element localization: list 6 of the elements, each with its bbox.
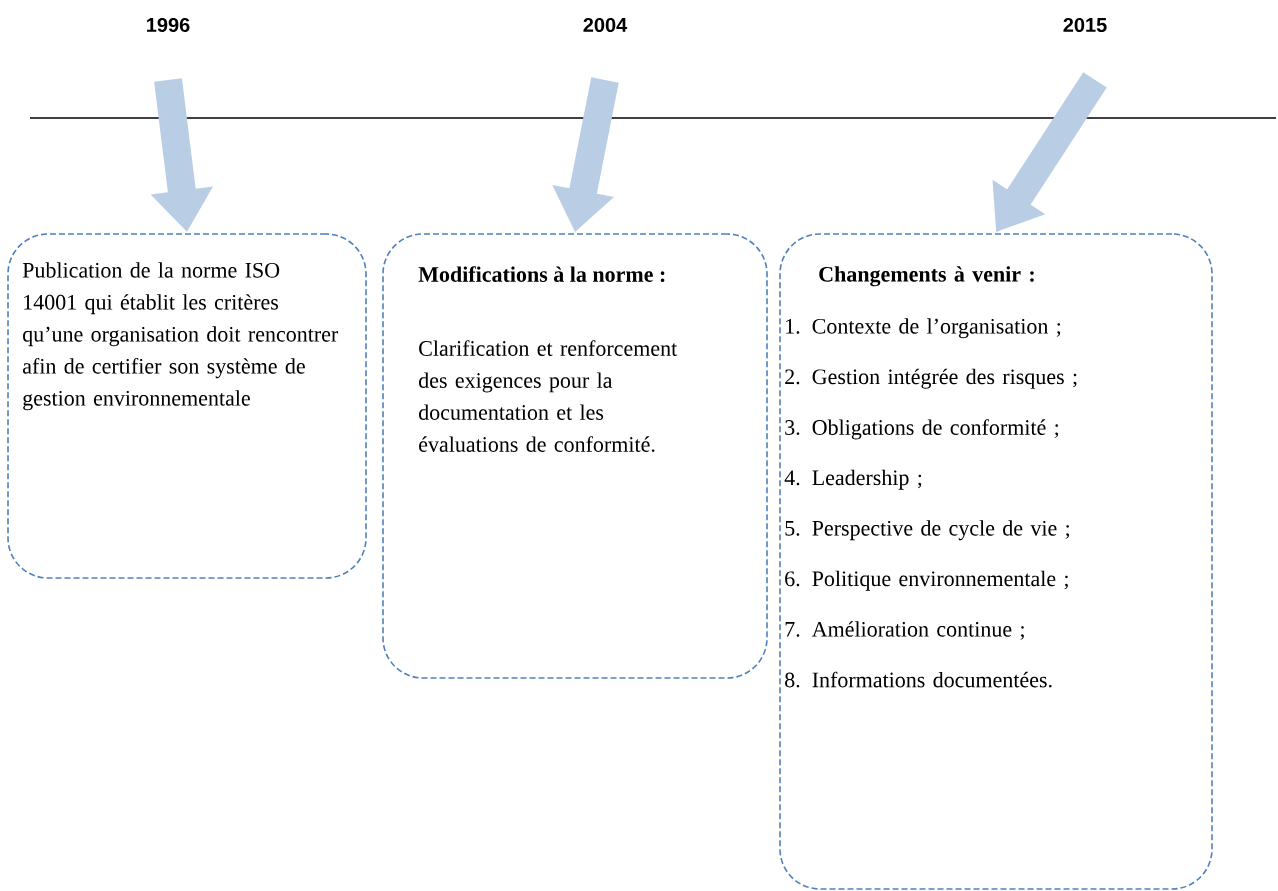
text-box: Publication de la norme ISO 14001 qui établit les critères qu’une organisation doit rencontrer afin de certifier son système de gestion environnementale: [7, 233, 367, 579]
year-label: 2015: [1063, 17, 1107, 33]
year-label: 1996: [147, 17, 190, 33]
text-box: Modifications à la norme : Clarification et renforcement des exigences pour la documentation et les évaluations de conformité.: [382, 233, 768, 679]
year-label: 2004: [583, 17, 628, 33]
text-box: Changements à venir : 1. Contexte de l’organisation ; 2. Gestion intégrée des risques ; 3. Obligations de conformité ; 4. Leadership ; 5. Perspective de cycle de vie ; 6. Politique environnementale ; 7. Amélioration continue ; 8. Informations documentées.: [779, 233, 1213, 890]
